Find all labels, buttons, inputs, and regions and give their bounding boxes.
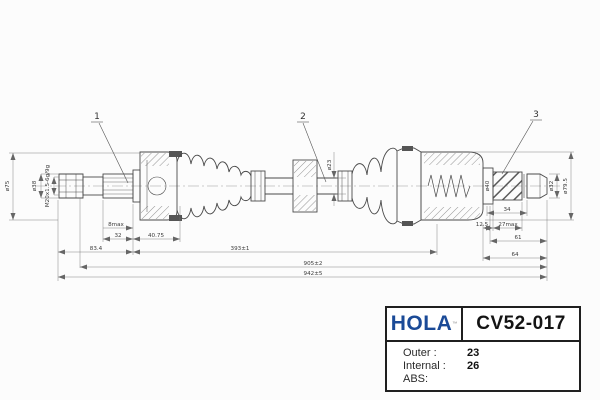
spec-value-outer: 23 bbox=[467, 347, 480, 359]
dim-12-5: 12.5 bbox=[476, 222, 489, 228]
dim-34: 34 bbox=[503, 207, 511, 213]
left-boot-bellows bbox=[176, 152, 252, 220]
spec-row-internal: Internal : 26 bbox=[403, 360, 579, 373]
part-plate-specs: Outer : 23 Internal : 26 ABS: bbox=[387, 342, 579, 386]
interconnecting-shaft bbox=[265, 177, 338, 195]
left-boot-clamp bbox=[250, 170, 266, 202]
dim-393: 393±1 bbox=[231, 246, 250, 252]
callouts: 1 2 3 bbox=[91, 110, 542, 184]
dim-thread: M20x1.5-6g/9g bbox=[45, 164, 51, 207]
dimension-lines bbox=[9, 151, 574, 281]
callout-3: 3 bbox=[533, 110, 539, 120]
threaded-stub-and-nut bbox=[58, 169, 141, 203]
dim-dia-38: ø38 bbox=[32, 180, 38, 191]
internal-spring bbox=[427, 174, 471, 199]
dim-dia-75: ø75 bbox=[5, 180, 11, 191]
dim-83-4: 83.4 bbox=[90, 246, 103, 252]
technical-drawing: 8max 32 40.75 83.4 393±1 905±2 942±5 34 … bbox=[5, 110, 574, 281]
outer-cv-joint-bell bbox=[139, 151, 182, 221]
center-damper bbox=[292, 159, 318, 213]
dim-dia-79-5: ø79.5 bbox=[563, 178, 569, 194]
dim-32: 32 bbox=[114, 233, 121, 239]
dim-61: 61 bbox=[514, 235, 522, 241]
dim-905: 905±2 bbox=[304, 261, 323, 267]
callout-2: 2 bbox=[300, 112, 306, 122]
callout-1: 1 bbox=[94, 112, 100, 122]
spec-label-internal: Internal : bbox=[403, 360, 446, 372]
dim-27max: 27max bbox=[498, 222, 518, 228]
spec-value-internal: 26 bbox=[467, 360, 480, 372]
part-number: CV52-017 bbox=[476, 313, 566, 334]
brand-name: HOLA bbox=[390, 312, 453, 335]
dim-64: 64 bbox=[511, 252, 519, 258]
dim-dia-23: ø23 bbox=[327, 159, 333, 170]
spec-label-outer: Outer : bbox=[403, 347, 437, 359]
dimension-labels: 8max 32 40.75 83.4 393±1 905±2 942±5 34 … bbox=[5, 159, 569, 277]
dim-40-75: 40.75 bbox=[148, 233, 164, 239]
inner-cv-joint-housing bbox=[420, 151, 484, 221]
dim-dia-40: ø40 bbox=[485, 180, 491, 191]
spec-row-outer: Outer : 23 bbox=[403, 347, 579, 360]
cv-ball bbox=[147, 176, 167, 196]
spec-label-abs: ABS: bbox=[403, 373, 429, 385]
output-splined-stub bbox=[482, 167, 548, 205]
right-boot-clamp bbox=[337, 170, 353, 202]
dim-942: 942±5 bbox=[304, 271, 323, 277]
trademark-mark: ™ bbox=[452, 321, 458, 327]
dim-dia-32: ø32 bbox=[549, 181, 555, 192]
dim-8max: 8max bbox=[108, 222, 124, 228]
spec-row-abs: ABS: bbox=[403, 373, 579, 386]
